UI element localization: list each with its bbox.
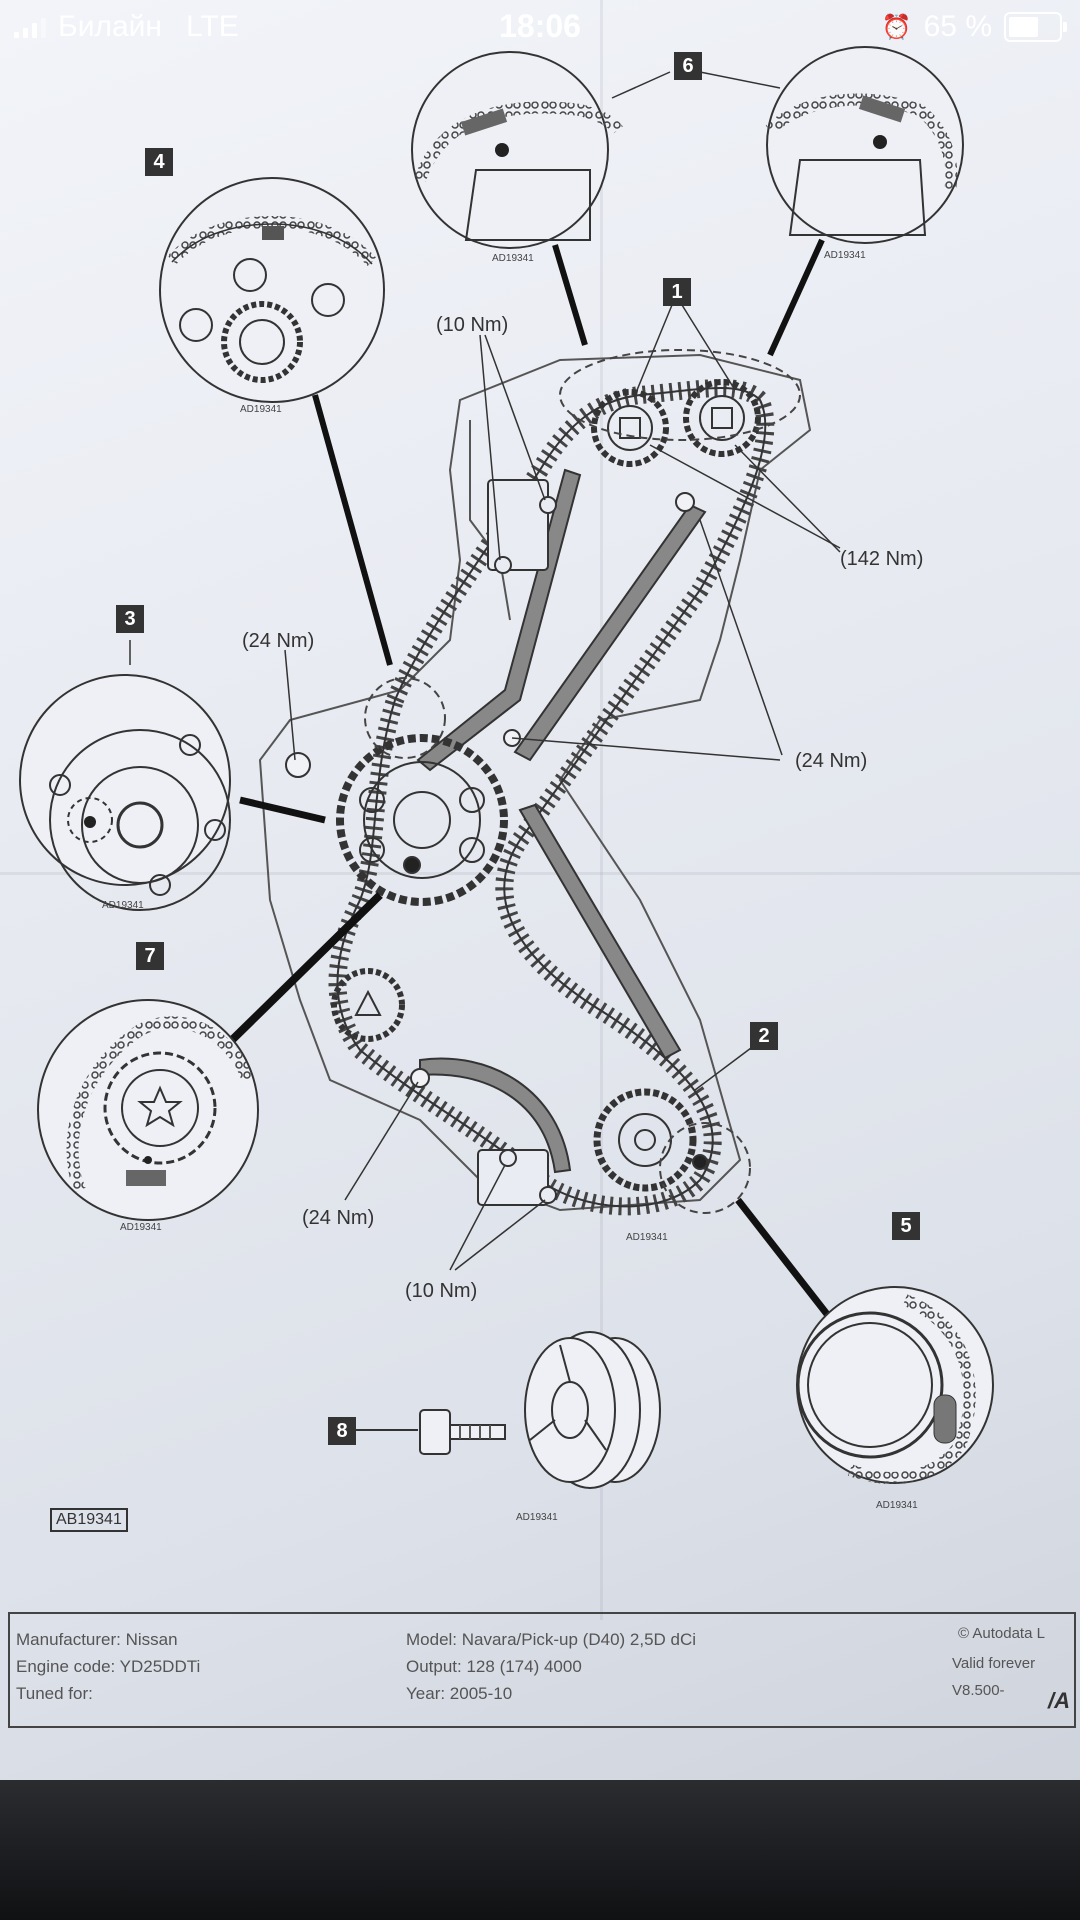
output-text: Output: 128 (174) 4000 — [406, 1657, 582, 1676]
pump-detail-zone — [364, 677, 446, 759]
detail-6-leader-b — [699, 71, 781, 89]
callout-7: 7 — [136, 942, 164, 970]
injection-pump-sprocket — [336, 734, 508, 906]
part-code-detail4: AD19341 — [240, 404, 282, 415]
year-text: Year: 2005-10 — [406, 1684, 513, 1703]
camshaft-sprocket-left — [591, 389, 669, 467]
version-text: V8.500- — [952, 1682, 1005, 1699]
camshaft-sprocket-right — [683, 379, 761, 457]
valid-text: Valid forever — [952, 1655, 1036, 1672]
torque-label-24nm-lower: (24 Nm) — [302, 1207, 375, 1229]
battery-icon — [1004, 12, 1067, 42]
copyright-text: © Autodata L — [958, 1625, 1045, 1642]
cam-detail-zone — [559, 349, 801, 441]
callout-1: 1 — [663, 278, 691, 306]
torque-label-10nm-bottom: (10 Nm) — [405, 1280, 478, 1302]
detail-6-view-left — [411, 51, 623, 346]
figure-code: AB19341 — [50, 1508, 128, 1532]
part-code-detail3: AD19341 — [102, 900, 144, 911]
manufacturer-text: Manufacturer: Nissan — [16, 1630, 178, 1649]
status-bar: Билайн LTE 18:06 ⏰ 65 % — [0, 0, 1080, 56]
part-code-detail6a: AD19341 — [492, 253, 534, 264]
tuned-for-text: Tuned for: — [16, 1684, 93, 1703]
detail-7-view — [37, 892, 383, 1221]
engine-code-text: Engine code: YD25DDTi — [16, 1657, 201, 1676]
idler-sprocket — [331, 968, 405, 1042]
mounting-bolts — [285, 492, 695, 1088]
torque-label-24nm-right: (24 Nm) — [795, 750, 868, 772]
crank-bolt — [355, 1409, 506, 1455]
torque-leader-lines — [284, 304, 841, 1271]
vehicle-info-box: Manufacturer: Nissan Engine code: YD25DD… — [8, 1612, 1076, 1728]
part-code-detail7: AD19341 — [120, 1222, 162, 1233]
battery-percent: 65 % — [923, 10, 992, 43]
engine-casing — [258, 353, 812, 1212]
torque-label-10nm-top: (10 Nm) — [436, 314, 509, 336]
alarm-icon: ⏰ — [881, 13, 912, 41]
model-text: Model: Navara/Pick-up (D40) 2,5D dCi — [406, 1630, 697, 1649]
detail-4-view — [159, 177, 393, 666]
torque-label-142nm: (142 Nm) — [840, 548, 924, 570]
background-surface — [0, 1780, 1080, 1920]
autodata-logo: /A — [1048, 1688, 1070, 1713]
detail-6-leader-a — [611, 71, 671, 99]
detail-3-view — [19, 640, 326, 911]
callout-6: 6 — [674, 52, 702, 80]
torque-label-24nm-left: (24 Nm) — [242, 630, 315, 652]
timing-chain — [328, 379, 775, 1216]
callout-8: 8 — [328, 1417, 356, 1445]
crankshaft-sprocket — [593, 1088, 708, 1192]
crank-pulley — [524, 1331, 661, 1489]
network-type: LTE — [185, 10, 239, 43]
part-code-pulley: AD19341 — [516, 1512, 558, 1523]
part-code-detail6b: AD19341 — [824, 250, 866, 261]
callout-2: 2 — [750, 1022, 778, 1050]
carrier-name: Билайн — [58, 10, 162, 43]
clock-time: 18:06 — [499, 8, 581, 44]
fold-line-horizontal — [0, 872, 1080, 875]
part-code-detail5: AD19341 — [876, 1500, 918, 1511]
callout-3: 3 — [116, 605, 144, 633]
detail-5-view — [735, 1197, 994, 1484]
crank-detail-zone — [659, 1122, 751, 1214]
detail-6-view-right — [765, 46, 964, 357]
fold-line-vertical — [600, 0, 603, 1620]
signal-strength-icon — [14, 16, 46, 38]
tensioners — [477, 479, 557, 1206]
callout-5: 5 — [892, 1212, 920, 1240]
part-code-crank: AD19341 — [626, 1232, 668, 1243]
chain-guides — [416, 468, 707, 1174]
callout-4: 4 — [145, 148, 173, 176]
